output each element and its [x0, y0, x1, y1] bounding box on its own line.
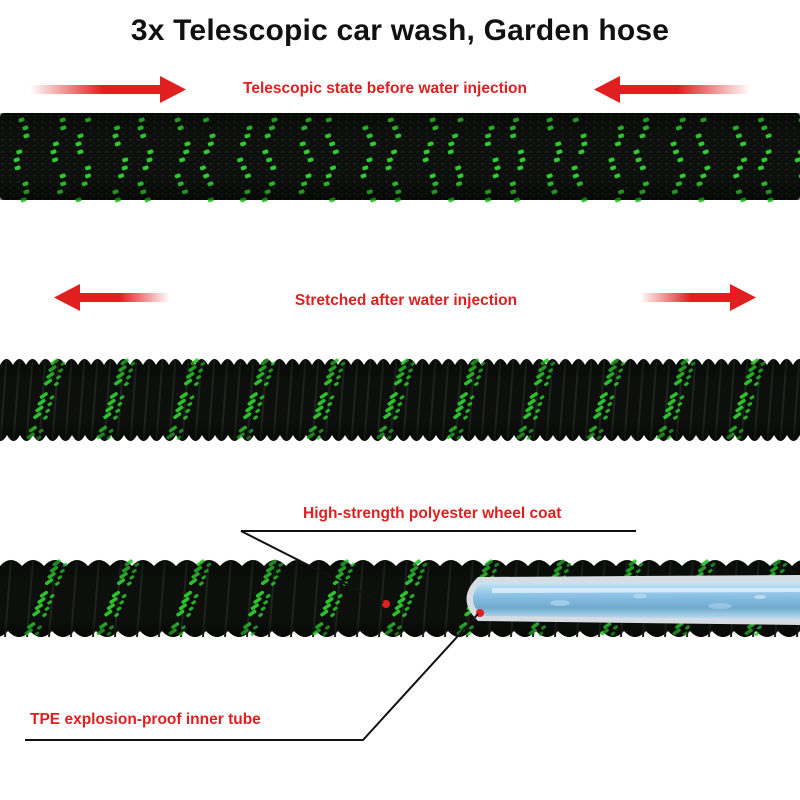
hose-stretched	[0, 358, 800, 442]
label-polyester-coat: High-strength polyester wheel coat	[303, 505, 562, 522]
label-after-water: Stretched after water injection	[294, 292, 518, 309]
leader-lines	[25, 530, 636, 741]
label-inner-tube: TPE explosion-proof inner tube	[30, 711, 261, 728]
page-title: 3x Telescopic car wash, Garden hose	[130, 14, 670, 47]
coat-marker-icon	[382, 600, 390, 608]
arrow-right-icon	[640, 284, 756, 311]
inner-tube	[466, 575, 800, 625]
hose-compressed	[0, 113, 800, 203]
arrow-left-icon	[54, 284, 170, 311]
label-before-water: Telescopic state before water injection	[243, 80, 527, 97]
arrow-right-icon	[30, 76, 186, 103]
arrow-left-icon	[594, 76, 750, 103]
